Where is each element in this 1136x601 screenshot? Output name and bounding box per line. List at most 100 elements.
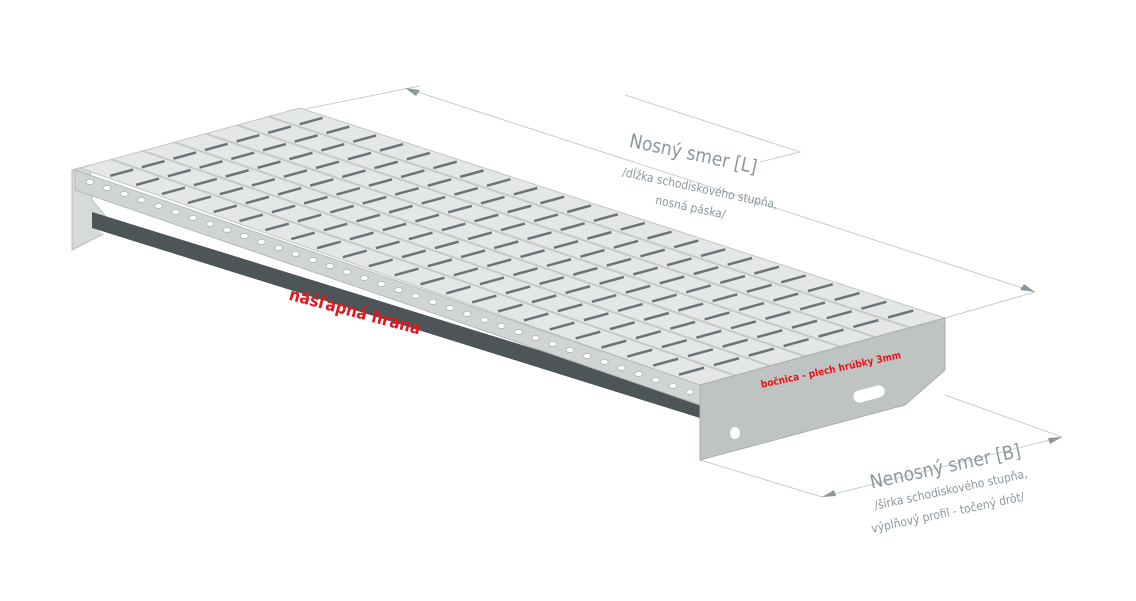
anti-slip-hole [222,227,232,233]
anti-slip-hole [582,353,592,359]
cross-rod [807,283,834,293]
anti-slip-hole [119,191,129,197]
cross-rod [362,195,387,205]
cross-rod [609,321,635,331]
cross-rod [290,231,316,241]
cross-rod [349,231,374,241]
anti-slip-hole [531,335,541,341]
cross-rod [625,284,651,294]
cross-rod [427,258,453,268]
anti-slip-hole [445,305,455,311]
cross-rod [239,213,264,223]
cross-rod [193,177,218,187]
cross-rod [471,294,497,304]
cross-rod [315,160,340,170]
dimension-lines [299,85,1063,498]
cross-rod [368,258,393,268]
cross-rod [834,291,860,302]
cross-rod [368,178,393,187]
cross-rod [493,240,519,250]
cross-rod [549,321,575,331]
cross-rod [540,195,565,205]
bearing-bar [205,132,841,348]
cross-rod [722,338,748,348]
cross-rod [738,301,765,312]
anti-slip-hole [291,251,301,257]
cross-rod [394,267,419,277]
anti-slip-hole [668,383,678,389]
bearing-bar [236,124,876,339]
cross-rod [316,240,342,250]
cross-rod [352,134,377,143]
cross-rod [599,275,625,285]
cross-rod [257,160,281,170]
cross-rod [765,310,791,320]
cross-rod [303,195,328,205]
cross-rod [818,328,844,338]
cross-rod [497,303,523,313]
cross-rod [523,312,549,322]
bearing-bar-underside [92,212,700,418]
cross-rod [533,213,559,223]
anti-slip-hole [154,203,163,209]
cross-rod [566,204,592,214]
cross-rod [297,213,322,223]
anti-slip-hole [514,329,523,335]
cross-rod [852,318,879,329]
cross-rod [531,294,557,304]
cross-rod [467,231,493,241]
anti-slip-hole [599,359,609,365]
cross-rod [887,309,914,319]
cross-rod [678,302,704,312]
anti-slip-hole [308,257,318,263]
cross-rod [713,357,740,367]
anti-slip-hole [137,197,146,203]
cross-rod [826,310,853,320]
anti-slip-hole [102,185,112,191]
cross-rod [601,339,627,349]
cross-rod [580,248,605,258]
cross-rod [617,302,643,313]
cross-rod [696,329,722,339]
cross-rod [799,301,826,311]
cross-rod [323,222,348,232]
anti-slip-hole [479,317,489,323]
cross-rod [326,125,350,135]
cross-rod [375,240,400,250]
cross-rod [546,258,572,268]
cross-rod [347,151,372,161]
cross-rod [321,142,345,152]
cross-rod [379,143,404,152]
cross-rod [199,160,223,169]
anti-slip-hole [205,221,215,227]
cross-rod [520,249,545,259]
cross-rod [342,249,367,259]
cross-rod [583,312,609,322]
cross-rod [712,293,738,303]
cross-rod [500,222,526,232]
cross-rod [632,266,658,276]
anti-slip-hole [171,209,181,215]
cross-rod [167,168,192,178]
cross-rod [652,357,679,367]
cross-rod [693,266,719,276]
cross-rod [620,221,646,231]
cross-rod [245,195,270,205]
cross-rod [213,204,238,214]
cross-rod [374,160,399,170]
cross-rod [135,177,160,187]
cross-rod [265,222,290,232]
dimension-arrows [405,88,1062,497]
anti-slip-hole [342,269,352,275]
anti-slip-hole [394,287,403,293]
cross-rod [283,169,308,178]
cross-rod [400,169,425,179]
front-edge-holes [85,179,695,395]
cross-rod [382,222,407,232]
cross-rod [591,293,617,304]
cross-rod [447,204,473,214]
cross-rod [700,248,726,258]
cross-rod [513,267,538,277]
anti-slip-hole [359,275,369,281]
